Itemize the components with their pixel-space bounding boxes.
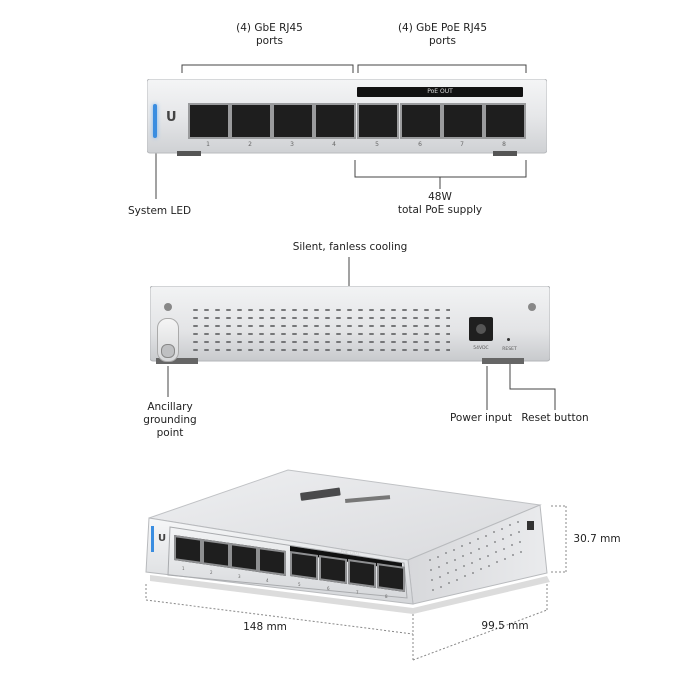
port-6 (400, 103, 442, 139)
reset-button-label: Reset button (521, 412, 589, 424)
port-5 (357, 103, 399, 139)
screw-top-left-icon (164, 303, 172, 311)
reset-button (507, 338, 510, 341)
system-led-label: System LED (128, 205, 192, 217)
cooling-label: Silent, fanless cooling (292, 241, 408, 253)
port-number-8: 8 (502, 141, 506, 148)
poe-out-label: PoE OUT (427, 88, 453, 95)
poe-supply-label: 48W total PoE supply (397, 191, 483, 216)
power-input-label: Power input (449, 412, 513, 424)
iso-port-number-7: 7 (356, 590, 359, 595)
iso-port-number-6: 6 (327, 586, 330, 591)
port-number-7: 7 (460, 141, 464, 148)
screw-top-right-icon (528, 303, 536, 311)
grounding-label: Ancillary grounding point (143, 401, 197, 439)
iso-port-number-1: 1 (182, 566, 185, 571)
power-jack-pin-icon (476, 324, 486, 334)
port-number-4: 4 (332, 141, 336, 148)
grounding-screw-icon (161, 344, 175, 358)
iso-port-number-8: 8 (385, 594, 388, 599)
depth-dimension-label: 99.5 mm (481, 620, 529, 632)
vent-grille (190, 306, 450, 356)
port-1 (188, 103, 230, 139)
port-7 (442, 103, 484, 139)
iso-ubiquiti-logo-icon: U (158, 533, 167, 544)
width-dimension-label: 148 mm (243, 621, 287, 633)
iso-port-number-3: 3 (238, 574, 241, 579)
iso-port-number-5: 5 (298, 582, 301, 587)
reset-marking: RESET (502, 347, 517, 352)
poe-out-bar (357, 87, 523, 97)
iso-port-number-4: 4 (266, 578, 269, 583)
port-number-3: 3 (290, 141, 294, 148)
port-3 (272, 103, 314, 139)
iso-port-number-2: 2 (210, 570, 213, 575)
power-jack-marking: 54VDC (473, 346, 489, 351)
side-vent (429, 521, 522, 591)
port-8 (484, 103, 526, 139)
port-4 (314, 103, 356, 139)
ubiquiti-logo-icon: U (166, 110, 177, 125)
system-led (153, 104, 157, 138)
port-number-5: 5 (375, 141, 379, 148)
gbe-rj45-ports-label: (4) GbE RJ45 ports (236, 22, 303, 47)
port-number-2: 2 (248, 141, 252, 148)
gbe-poe-ports-label: (4) GbE PoE RJ45 ports (397, 22, 488, 47)
port-2 (230, 103, 272, 139)
port-number-6: 6 (418, 141, 422, 148)
front-brackets (155, 64, 527, 199)
height-dimension-label: 30.7 mm (573, 533, 621, 545)
port-number-1: 1 (206, 141, 210, 148)
